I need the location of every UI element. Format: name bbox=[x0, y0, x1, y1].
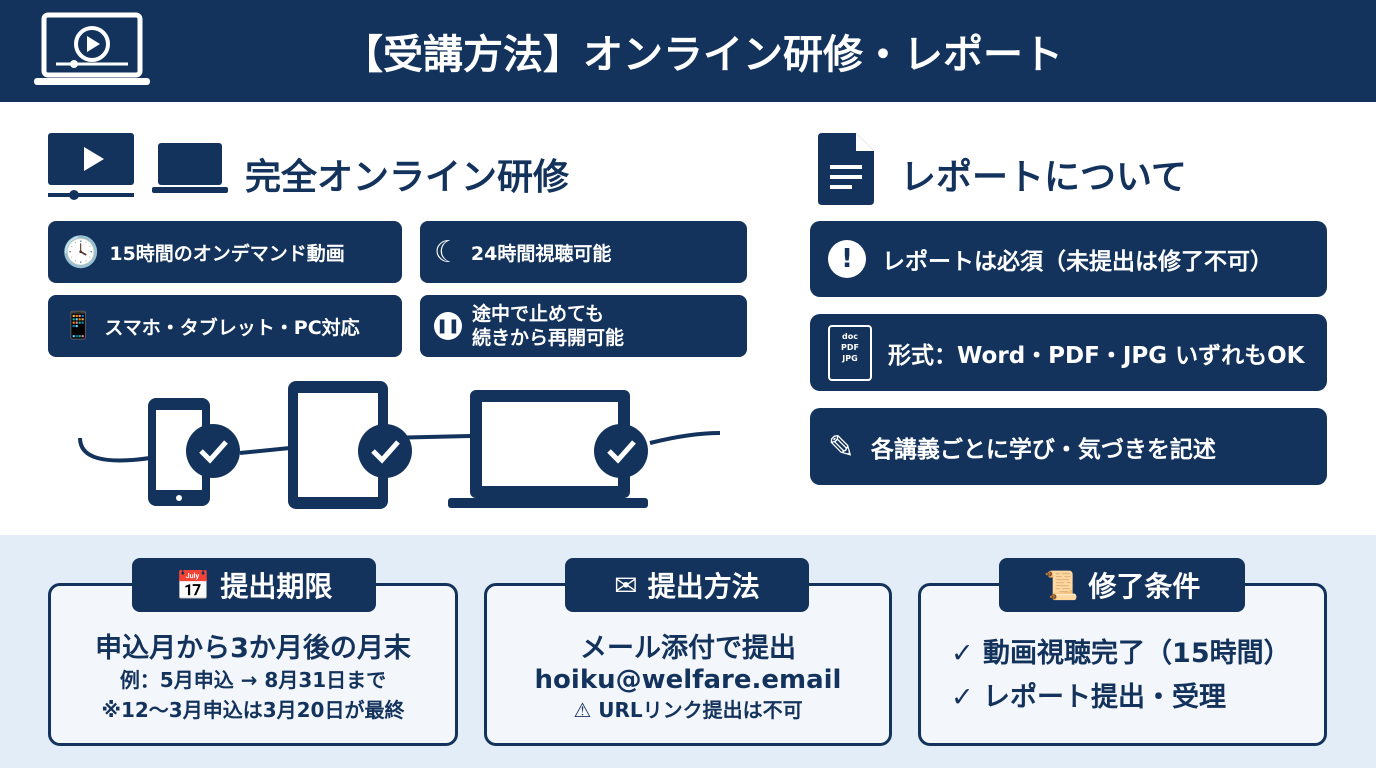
item-label: 形式：Word・PDF・JPG いずれもOK bbox=[888, 342, 1305, 369]
file-type: PDF bbox=[841, 342, 859, 352]
deadline-example: 例：5月申込 → 8月31日まで bbox=[119, 668, 387, 692]
item-label: 24時間視聴可能 bbox=[470, 242, 612, 265]
deadline-main: 申込月から3か月後の月末 bbox=[95, 633, 411, 664]
check-circle-icon bbox=[594, 424, 648, 478]
check-circle-icon bbox=[186, 424, 240, 478]
report-item-required: ! レポートは必須（未提出は修了不可） bbox=[810, 221, 1327, 297]
clock-icon: 🕓 bbox=[62, 234, 100, 270]
pause-icon: ❚❚ bbox=[434, 312, 462, 340]
devices-illustration bbox=[78, 381, 721, 509]
tab-label: 修了条件 bbox=[1088, 570, 1201, 603]
header-bar bbox=[0, 0, 1376, 102]
warning-icon: ⚠ bbox=[573, 698, 592, 722]
method-warning: URLリンク提出は不可 bbox=[598, 698, 803, 722]
edit-icon: ✎ bbox=[828, 427, 855, 466]
report-item-content: ✎ 各講義ごとに学び・気づきを記述 bbox=[810, 408, 1327, 485]
method-email[interactable]: hoiku@welfare.email bbox=[534, 665, 842, 695]
file-type: JPG bbox=[842, 353, 858, 363]
online-title: 完全オンライン研修 bbox=[245, 157, 570, 198]
deadline-tab: 📅 提出期限 bbox=[132, 558, 376, 612]
video-laptop-icon bbox=[34, 12, 150, 85]
item-label: 各講義ごとに学び・気づきを記述 bbox=[870, 436, 1216, 463]
envelope-icon: ✉ bbox=[614, 568, 638, 602]
online-item-resume: ❚❚ 途中で止めても続きから再開可能 bbox=[420, 295, 747, 357]
completion-label: レポート提出・受理 bbox=[983, 681, 1227, 713]
online-item-24h: ☾ 24時間視聴可能 bbox=[420, 221, 747, 283]
completion-label: 動画視聴完了（15時間） bbox=[983, 637, 1291, 669]
devices-icon: 📱 bbox=[62, 311, 95, 341]
report-title: レポートについて bbox=[900, 157, 1187, 198]
item-label: 15時間のオンデマンド動画 bbox=[109, 242, 345, 265]
document-icon bbox=[818, 133, 874, 205]
completion-item: ✓ レポート提出・受理 bbox=[951, 681, 1227, 713]
calendar-icon: 📅 bbox=[175, 568, 211, 602]
item-label-line1: 途中で止めても bbox=[472, 303, 605, 325]
tab-label: 提出期限 bbox=[220, 570, 333, 603]
moon-sun-icon: ☾ bbox=[434, 234, 461, 270]
video-laptop-icons bbox=[48, 133, 228, 200]
check-circle-icon bbox=[358, 424, 412, 478]
method-tab: ✉ 提出方法 bbox=[565, 558, 809, 612]
item-label: スマホ・タブレット・PC対応 bbox=[104, 316, 360, 339]
online-item-devices: 📱 スマホ・タブレット・PC対応 bbox=[48, 295, 402, 357]
certificate-icon: 📜 bbox=[1043, 568, 1079, 602]
completion-item: ✓ 動画視聴完了（15時間） bbox=[951, 637, 1291, 669]
item-label-line2: 続きから再開可能 bbox=[472, 327, 625, 349]
item-label: レポートは必須（未提出は修了不可） bbox=[882, 249, 1273, 275]
deadline-note: ※12～3月申込は3月20日が最終 bbox=[101, 698, 405, 722]
completion-tab: 📜 修了条件 bbox=[999, 558, 1245, 612]
method-card: メール添付で提出 hoiku@welfare.email ⚠ URLリンク提出は… bbox=[484, 583, 892, 746]
online-item-video-hours: 🕓 15時間のオンデマンド動画 bbox=[48, 221, 402, 283]
file-type: doc bbox=[842, 331, 858, 341]
method-main: メール添付で提出 bbox=[580, 633, 796, 664]
tab-label: 提出方法 bbox=[647, 570, 760, 603]
page-title: 【受講方法】オンライン研修・レポート bbox=[343, 32, 1063, 78]
exclamation-icon: ! bbox=[828, 240, 866, 278]
